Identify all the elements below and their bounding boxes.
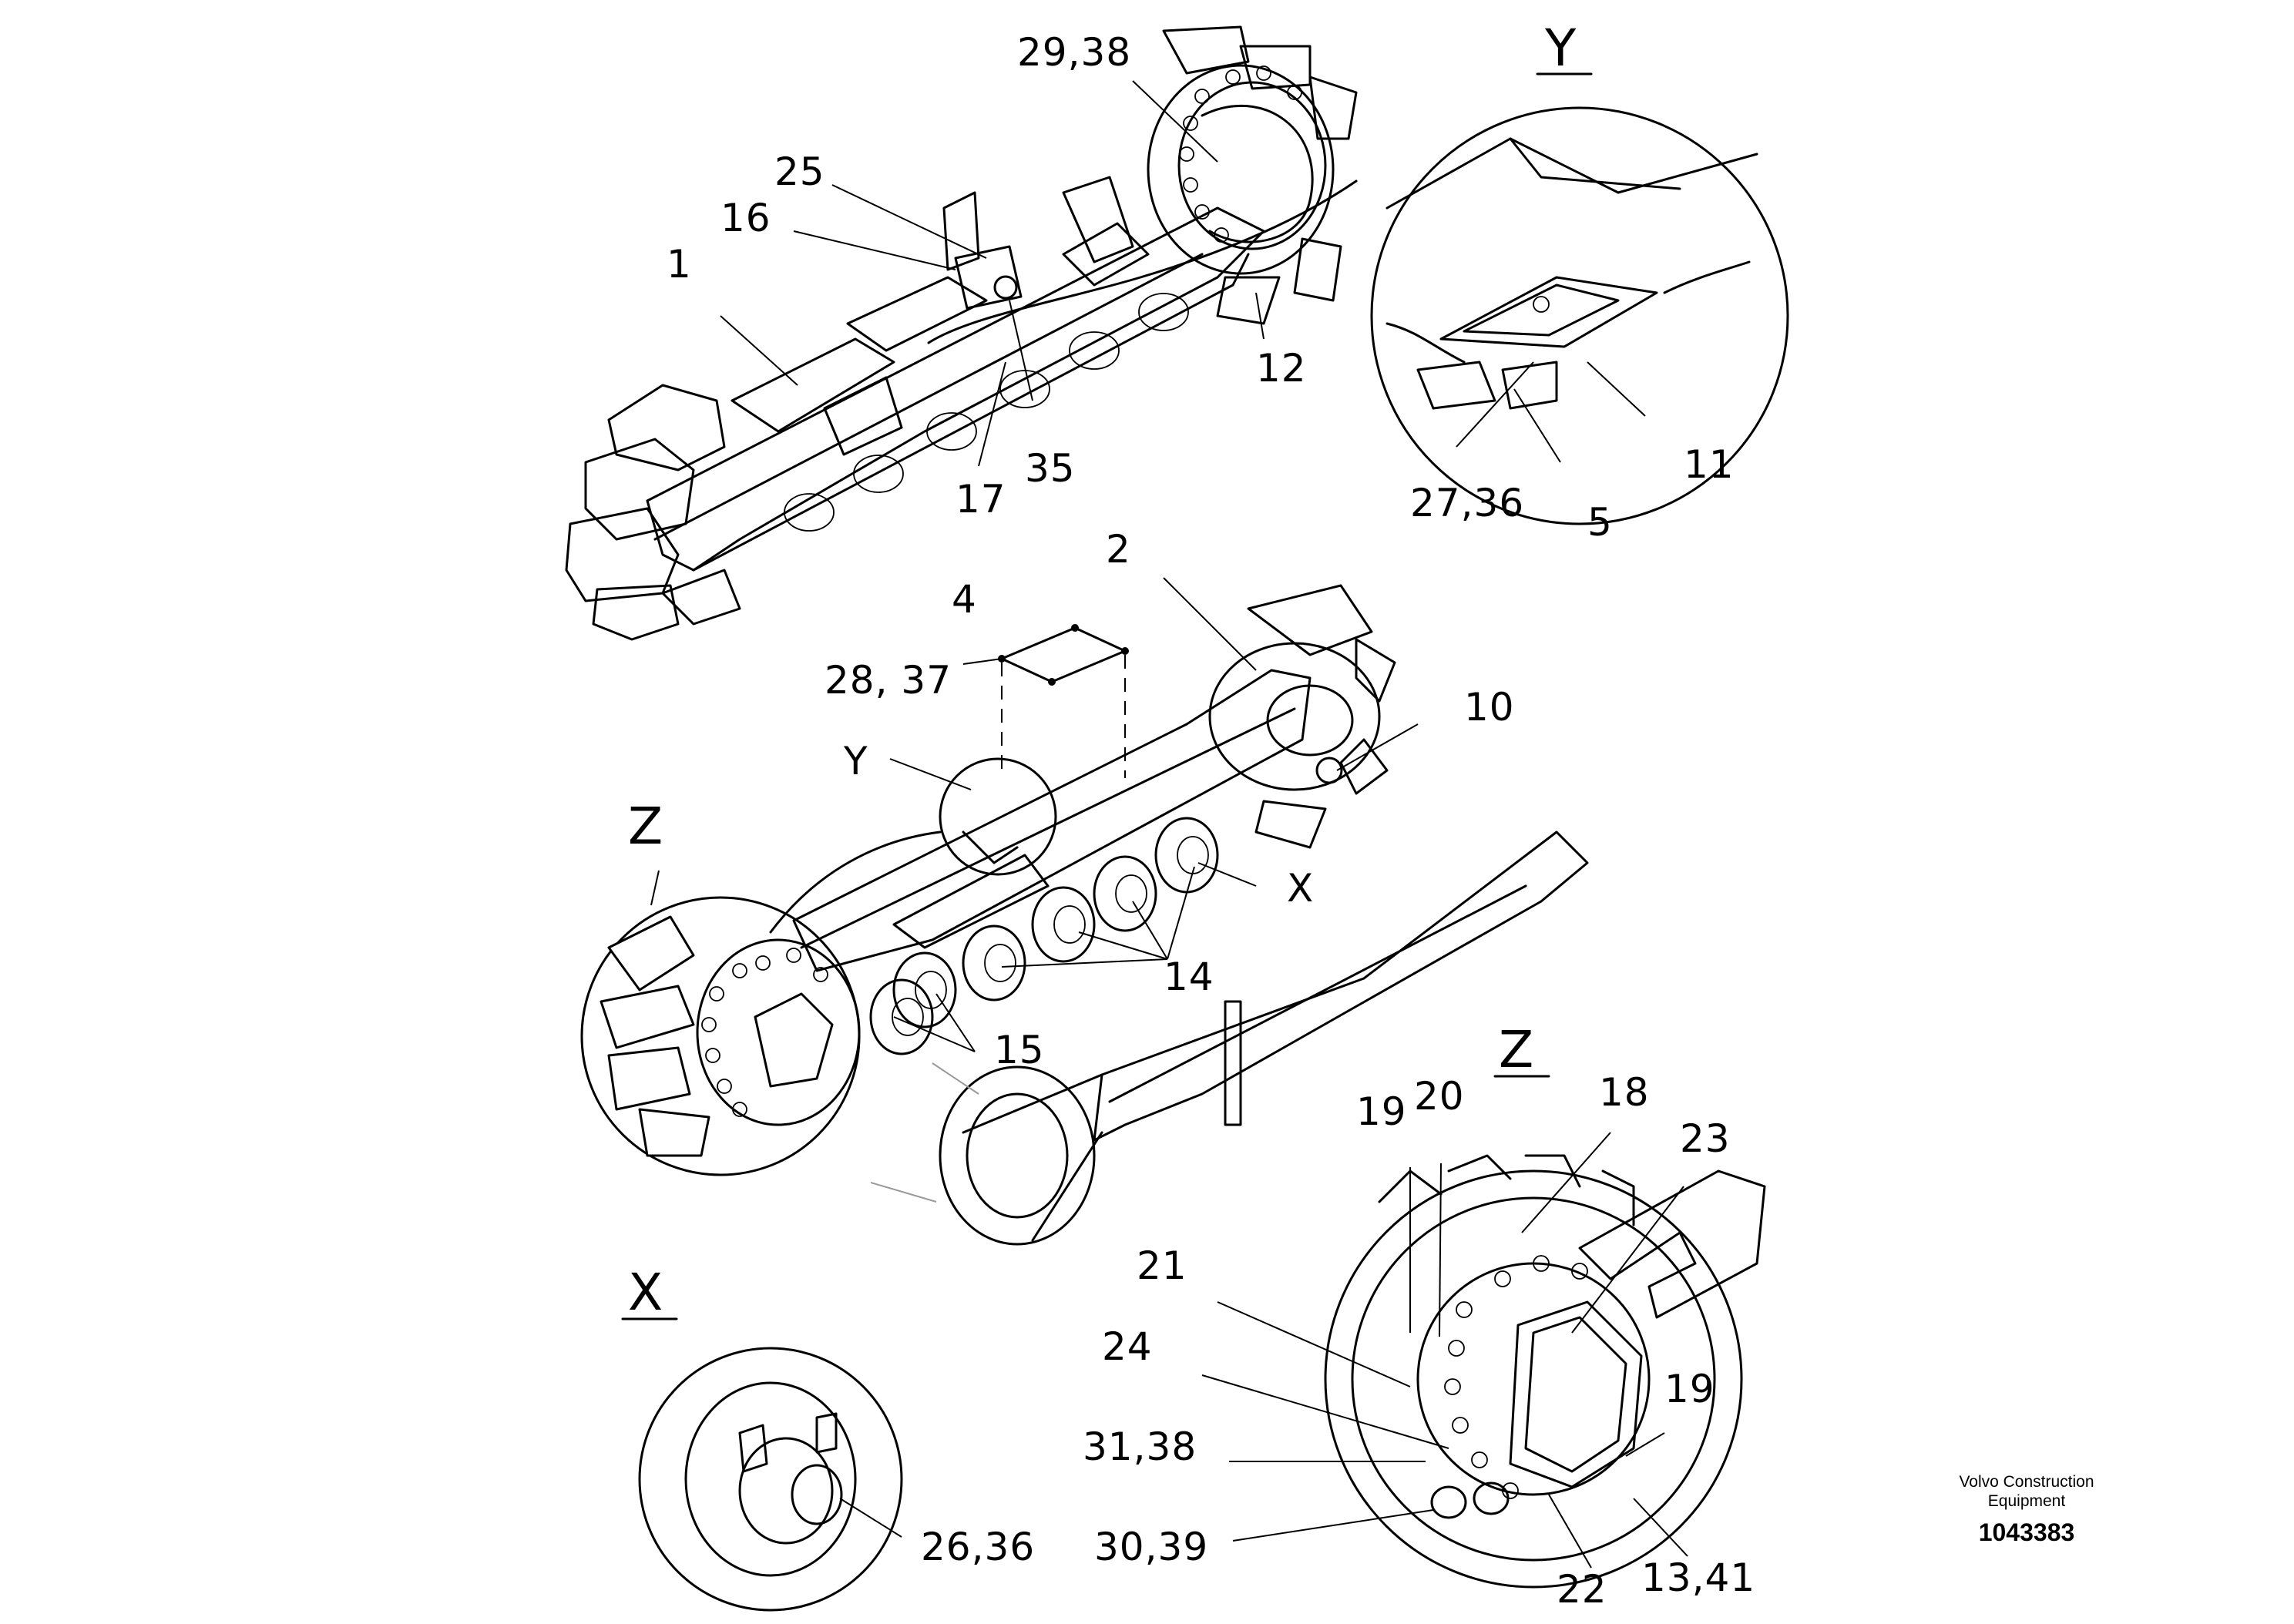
- callout-4: 4: [952, 577, 977, 622]
- callout-numbers: 29,38 25 16 1 12 35 17 11 27,36 5 2 4 28…: [667, 30, 1755, 1612]
- callout-1: 1: [667, 242, 692, 287]
- callout-28-37: 28, 37: [825, 658, 952, 703]
- detail-z-circle: [580, 896, 861, 1176]
- middle-track-assembly: [769, 584, 1396, 1055]
- callout-29-38: 29,38: [1017, 30, 1131, 75]
- callout-27-36: 27,36: [1410, 481, 1524, 525]
- callout-14: 14: [1164, 955, 1214, 999]
- callout-20: 20: [1414, 1074, 1465, 1119]
- upper-track-assembly: [565, 25, 1358, 641]
- callout-13-41: 13,41: [1641, 1555, 1755, 1600]
- detail-y-circle: [1370, 106, 1789, 525]
- callout-30-39: 30,39: [1094, 1525, 1208, 1569]
- lever-bar: [870, 830, 1589, 1246]
- document-number: 1043383: [1979, 1518, 2075, 1546]
- callout-19-top: 19: [1356, 1089, 1407, 1134]
- leader-lines: [650, 80, 1688, 1569]
- callout-16: 16: [720, 196, 771, 240]
- callout-12: 12: [1256, 346, 1307, 391]
- callout-2: 2: [1106, 527, 1131, 572]
- callout-26-36: 26,36: [921, 1525, 1035, 1569]
- callout-x-ref: X: [1287, 866, 1314, 911]
- callout-23: 23: [1680, 1116, 1731, 1161]
- callout-25: 25: [774, 149, 825, 194]
- footer-brand: Volvo Construction Equipment 1043383: [1959, 1473, 2094, 1546]
- view-label-x: X: [628, 1263, 663, 1322]
- detail-z-sprocket: [1324, 1154, 1766, 1589]
- detail-x-circle: [638, 1347, 903, 1612]
- callout-15: 15: [994, 1028, 1045, 1072]
- callout-21: 21: [1137, 1243, 1187, 1288]
- callout-17: 17: [956, 477, 1006, 522]
- callout-24: 24: [1102, 1324, 1153, 1369]
- callout-11: 11: [1684, 442, 1735, 487]
- callout-19-right: 19: [1664, 1367, 1715, 1411]
- callout-5: 5: [1587, 500, 1613, 545]
- callout-10: 10: [1464, 685, 1515, 730]
- view-labels: Y Z Z X: [621, 18, 1593, 1322]
- brand-line-1: Volvo Construction: [1959, 1473, 2094, 1491]
- brand-line-2: Equipment: [1988, 1492, 2066, 1510]
- callout-31-38: 31,38: [1083, 1424, 1197, 1469]
- callout-35: 35: [1025, 446, 1076, 491]
- view-label-y: Y: [1544, 18, 1577, 78]
- callout-22: 22: [1557, 1567, 1607, 1612]
- view-label-z-left: Z: [628, 797, 663, 856]
- callout-18: 18: [1599, 1070, 1650, 1115]
- view-label-z-right: Z: [1499, 1020, 1533, 1079]
- callout-y-ref: Y: [843, 739, 868, 783]
